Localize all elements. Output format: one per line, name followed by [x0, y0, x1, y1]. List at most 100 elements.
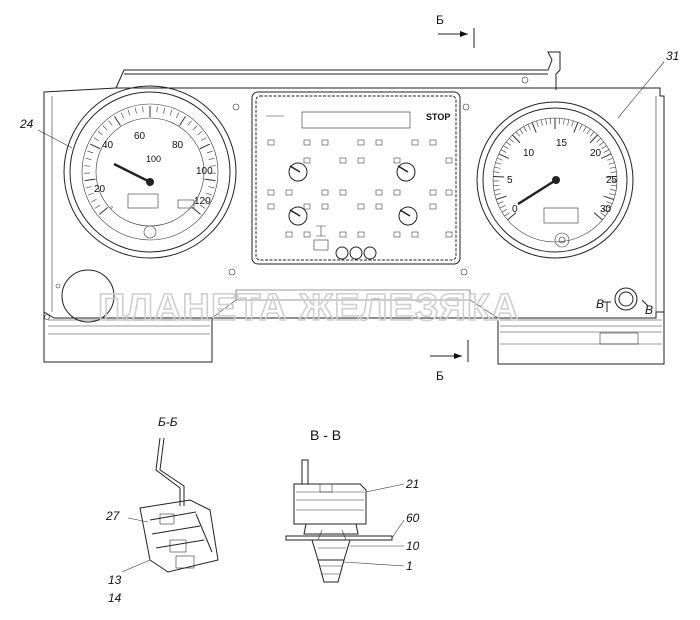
dial-tick — [505, 213, 510, 216]
dial-tick — [590, 135, 598, 143]
dial-tick — [494, 172, 500, 173]
section-bb-detail: Б-Б 27 13 14 — [105, 415, 218, 605]
dial-tick — [603, 196, 613, 199]
view-vv-detail: В - В 21 60 10 1 — [286, 427, 420, 582]
dial-tick — [563, 119, 564, 125]
warning-icon — [376, 140, 382, 145]
dial-tick — [98, 131, 103, 135]
callout-14-label: 14 — [108, 591, 122, 605]
dial-tick — [496, 196, 506, 199]
battery-icon — [314, 240, 328, 250]
dial-tick — [496, 163, 502, 165]
dial-tick — [206, 193, 212, 195]
callout-10-label: 10 — [406, 539, 420, 553]
dial-tick — [500, 205, 505, 208]
tacho-scale-15: 15 — [556, 138, 568, 149]
stop-label: STOP — [426, 112, 450, 122]
dial-tick — [532, 122, 536, 132]
speedo-scale-40: 40 — [102, 140, 114, 151]
tacho-scale-10: 10 — [523, 148, 535, 159]
warning-icon — [286, 190, 292, 195]
dial-tick — [604, 150, 609, 153]
section-mark-top-label: Б — [436, 13, 444, 27]
dial-tick — [88, 193, 94, 195]
warning-icon — [430, 190, 436, 195]
dial-tick — [502, 209, 507, 212]
dial-tick — [509, 138, 513, 142]
dial-tick — [180, 116, 186, 125]
dial-tick — [601, 154, 611, 159]
dial-tick — [209, 158, 215, 159]
speedo-center-text: 100 — [146, 154, 161, 164]
warning-icon — [376, 204, 382, 209]
mini-gauge-3 — [289, 207, 307, 225]
dial-tick — [580, 124, 583, 129]
tacho-scale-0: 0 — [512, 204, 518, 215]
section-mark-bottom: Б — [430, 340, 468, 383]
speedo-scale-20: 20 — [94, 184, 106, 195]
lamp-2 — [350, 247, 362, 259]
warning-icon — [304, 158, 310, 163]
warning-icon — [430, 140, 436, 145]
section-mark-bottom-label: Б — [436, 369, 444, 383]
warning-icon — [286, 232, 292, 237]
dial-tick — [503, 146, 508, 149]
dial-tick — [520, 129, 523, 134]
callout-21-label: 21 — [405, 477, 419, 491]
speedo-scale-60: 60 — [134, 131, 146, 142]
dial-tick — [528, 124, 531, 129]
mini-gauge-1 — [289, 163, 307, 181]
tacho-scale-5: 5 — [507, 175, 513, 186]
callout-31: 31 — [618, 49, 679, 118]
dial-tick — [85, 179, 96, 180]
mini-gauge-2 — [397, 163, 415, 181]
warning-icon — [268, 190, 274, 195]
warning-icon — [340, 190, 346, 195]
dial-tick — [609, 163, 615, 165]
switch-mark-right: В — [645, 303, 653, 317]
warning-icon — [358, 204, 364, 209]
dial-tick — [208, 187, 214, 188]
warning-icon — [340, 232, 346, 237]
dial-tick — [499, 154, 509, 159]
dial-tick — [493, 176, 504, 177]
tacho-scale-20: 20 — [590, 148, 602, 159]
speedo-odometer-icon: ◦ — [110, 202, 113, 212]
dial-tick — [610, 167, 616, 168]
dial-tick — [546, 119, 547, 125]
dial-tick — [108, 121, 112, 126]
warning-icon — [322, 140, 328, 145]
dial-tick — [493, 185, 499, 186]
dial-tick — [574, 122, 578, 132]
dial-tick — [176, 113, 179, 118]
speedometer-gauge: 20 40 60 80 100 120 100 ◦ — [64, 86, 236, 258]
dial-tick — [587, 129, 590, 134]
dial-tick — [135, 108, 136, 114]
wrench-icon — [316, 226, 326, 236]
warning-icon — [304, 140, 310, 145]
callout-24-label: 24 — [19, 117, 34, 131]
dial-tick — [512, 135, 520, 143]
dial-tick — [163, 108, 164, 114]
lamp-3 — [364, 247, 376, 259]
dial-tick — [193, 126, 197, 130]
warning-icon — [394, 190, 400, 195]
view-vv-title: В - В — [310, 427, 341, 443]
dial-tick — [192, 207, 200, 214]
dial-tick — [188, 121, 192, 126]
dial-tick — [607, 158, 613, 160]
speedo-scale-100: 100 — [196, 166, 213, 177]
dial-tick — [609, 194, 615, 195]
lamp-1 — [336, 247, 348, 259]
dial-tick — [583, 126, 586, 131]
warning-icon — [340, 158, 346, 163]
selector-switch: В В — [596, 288, 653, 317]
tacho-scale-25: 25 — [606, 175, 618, 186]
tachometer-gauge: 0 5 10 15 20 25 30 — [477, 102, 633, 258]
section-mark-top: Б — [436, 13, 474, 48]
dial-tick — [85, 158, 91, 159]
warning-icon — [394, 158, 400, 163]
dial-tick — [86, 187, 92, 188]
